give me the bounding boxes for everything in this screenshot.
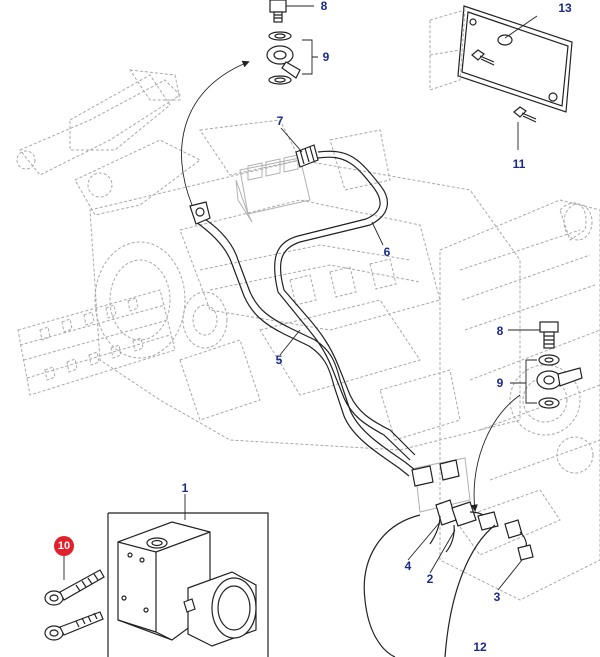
callout-1: 1 <box>181 481 189 495</box>
callout-6: 6 <box>383 245 391 259</box>
callout-12: 12 <box>473 640 487 654</box>
reference-arrow-top <box>181 60 250 206</box>
manifold-fittings <box>411 457 534 561</box>
banjo-bolt-mid <box>539 321 559 349</box>
hydraulic-pipe-6 <box>274 150 416 461</box>
socket-bolt-lower <box>44 611 104 641</box>
callout-9-top: 9 <box>322 50 330 64</box>
callout-5: 5 <box>275 353 283 367</box>
elbow-fitting-left <box>189 201 211 225</box>
cover-bolt <box>471 49 537 123</box>
callout-3: 3 <box>493 590 501 604</box>
banjo-fitting-mid <box>536 354 583 409</box>
callout-11: 11 <box>512 157 526 171</box>
socket-bolt-upper <box>44 569 105 606</box>
callout-9-mid: 9 <box>496 376 504 390</box>
cover-plate <box>429 5 573 113</box>
callout-7: 7 <box>276 114 284 128</box>
hydraulic-pipe-5 <box>195 215 416 477</box>
callout-4: 4 <box>404 559 412 573</box>
hose-loops <box>363 514 496 657</box>
solenoid-valve <box>117 521 257 647</box>
callout-10-highlighted: 10 <box>54 536 74 556</box>
leader-lines <box>63 5 540 591</box>
callout-8-top: 8 <box>320 0 328 13</box>
callout-13: 13 <box>558 1 572 15</box>
banjo-bolt-top <box>269 0 287 23</box>
callout-2: 2 <box>426 572 434 586</box>
control-valve-block <box>235 154 311 223</box>
pipe-fitting-7 <box>295 144 319 168</box>
inset-frame <box>107 512 269 657</box>
reference-arrow-mid <box>470 394 521 512</box>
callout-8-mid: 8 <box>496 324 504 338</box>
banjo-fitting-top <box>266 31 301 85</box>
